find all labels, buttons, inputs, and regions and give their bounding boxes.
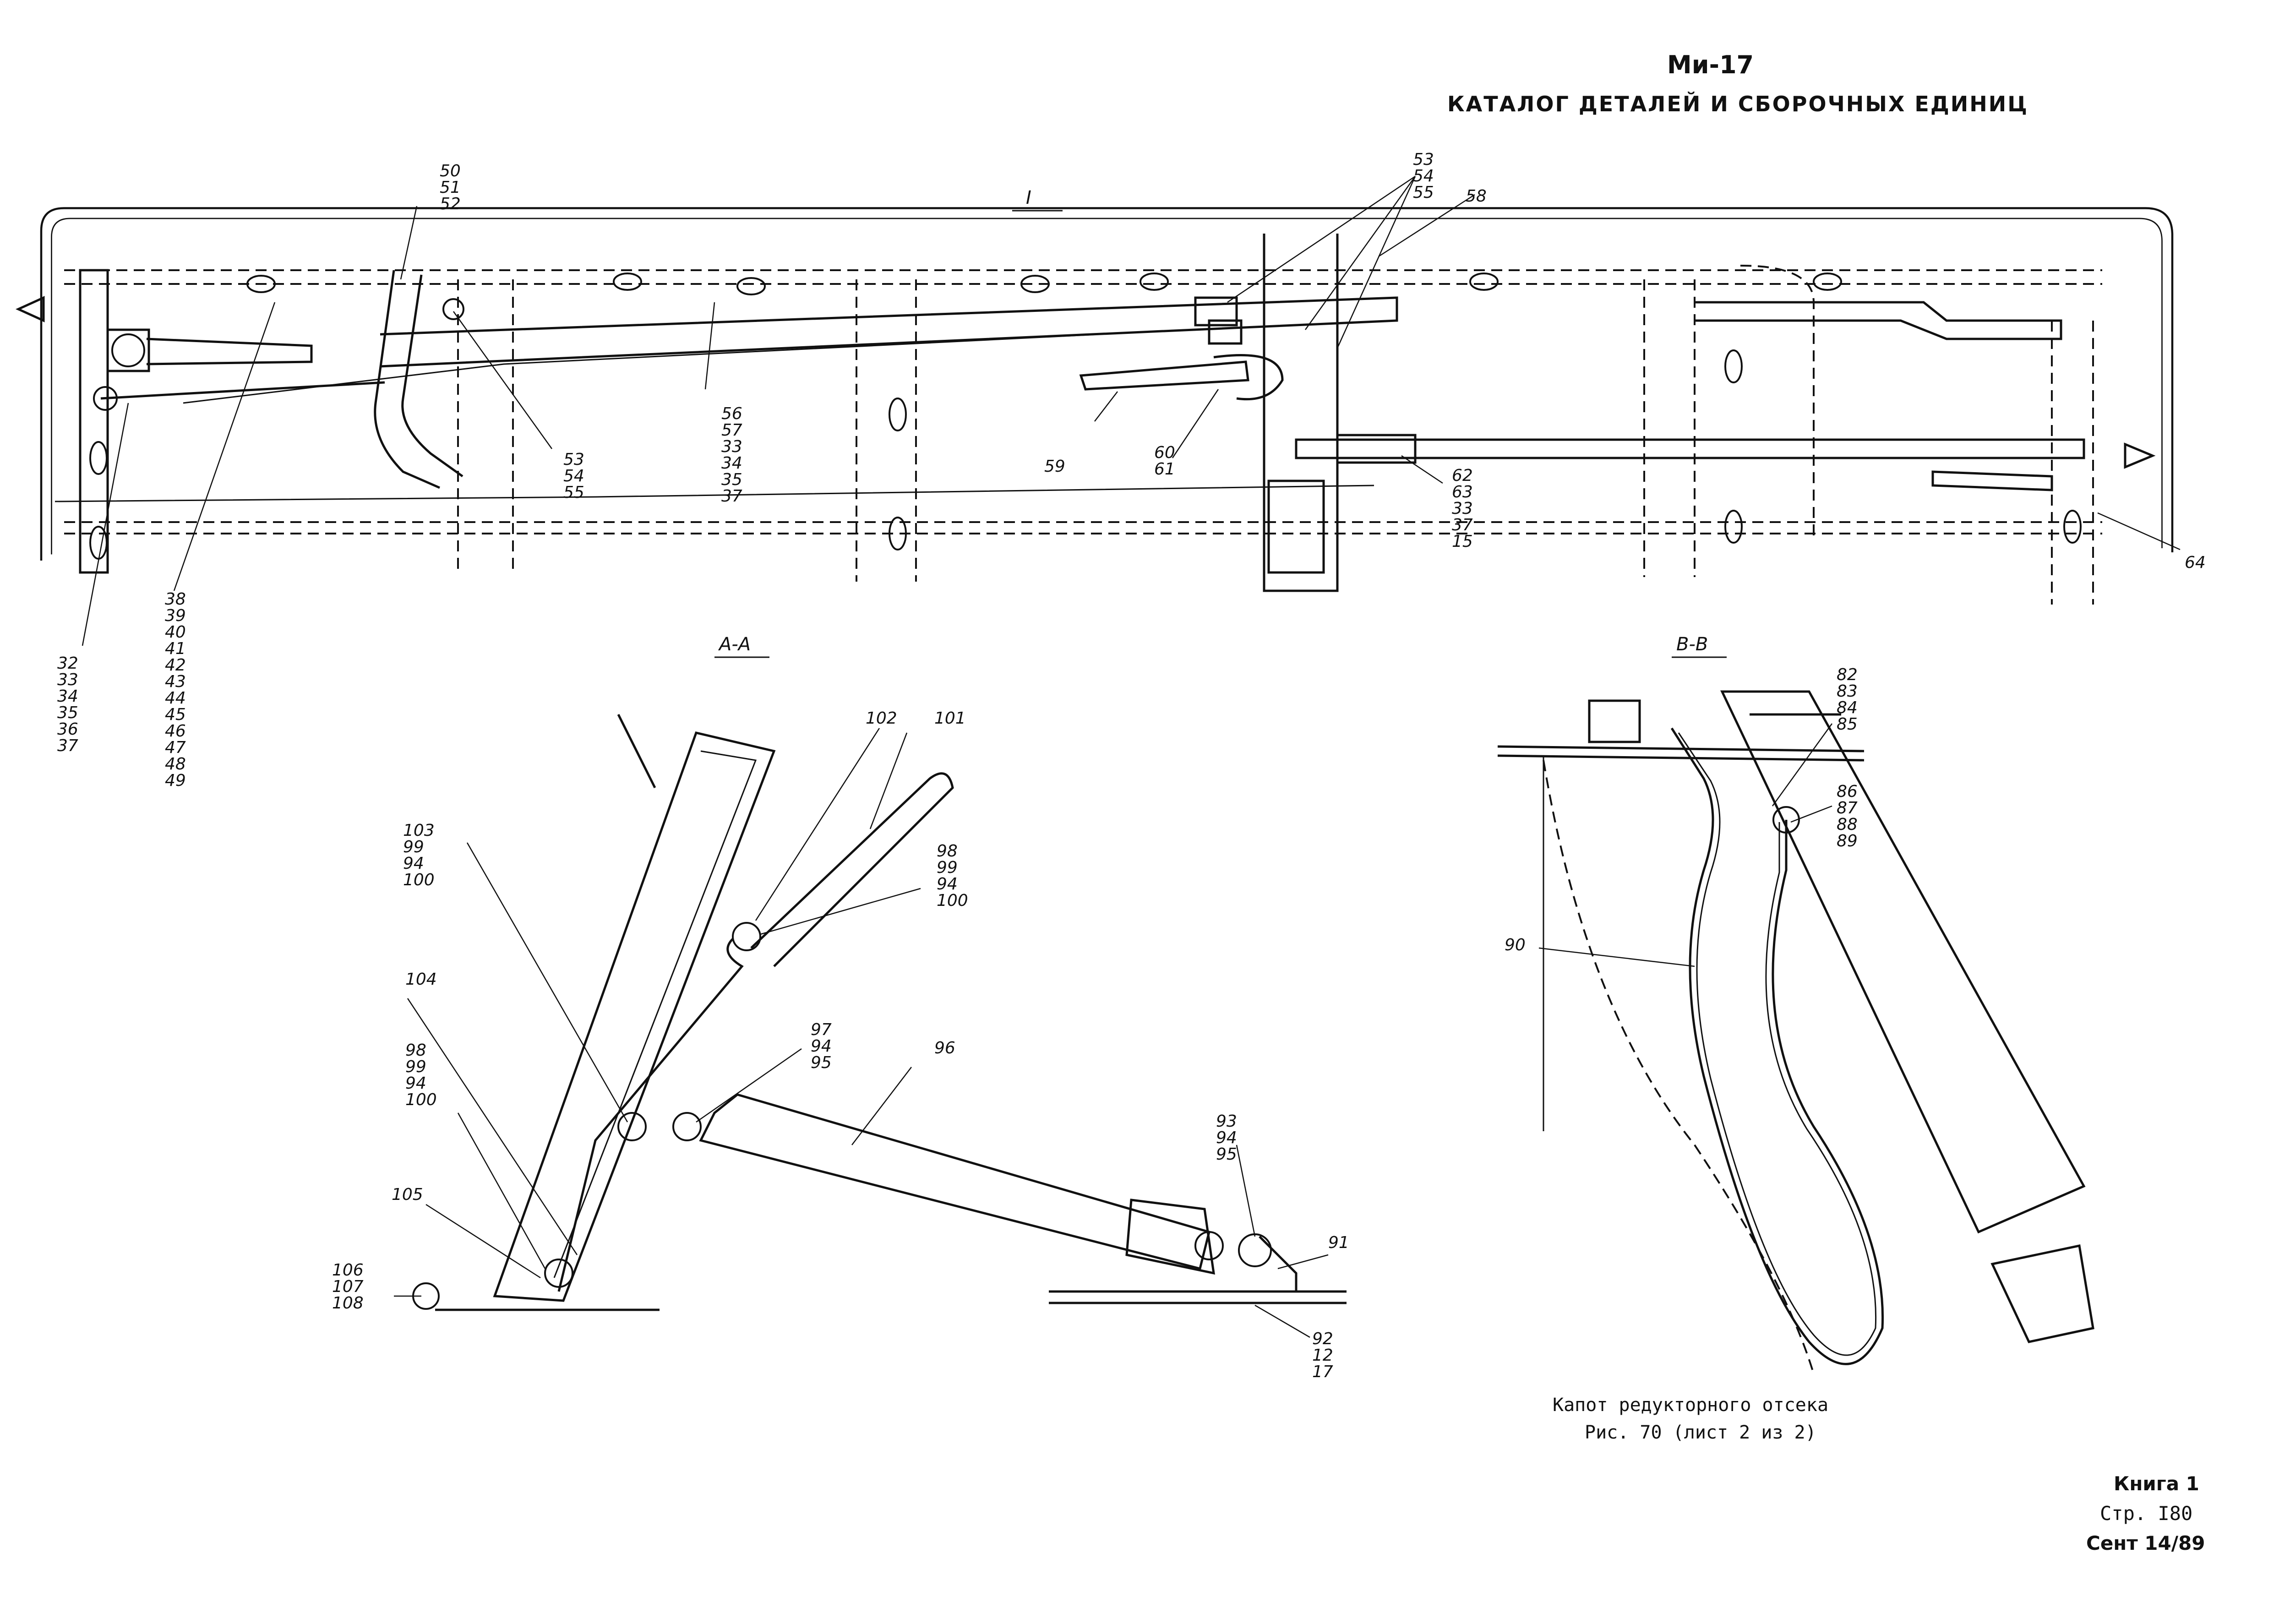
callout-c_53_55_top-0: 53 [1413, 150, 1434, 169]
callout-c_38_49-3: 41 [165, 639, 186, 658]
callout-c_38_49-1: 39 [165, 606, 186, 625]
callout-c_50_52-0: 50 [440, 162, 461, 180]
callout-c_38_49-10: 48 [165, 755, 186, 774]
callout-c_86_89-1: 87 [1837, 799, 1858, 817]
callout-c_82_85-3: 85 [1837, 715, 1858, 734]
callout-c_50_52-1: 51 [440, 178, 461, 197]
revision-date: Сент 14/89 [2086, 1532, 2205, 1554]
callout-c_32_37-4: 36 [57, 720, 78, 739]
section-bb-label: В-В [1676, 634, 1708, 655]
catalog-title: КАТАЛОГ ДЕТАЛЕЙ И СБОРОЧНЫХ ЕДИНИЦ [1447, 92, 2028, 116]
callout-c_98_100_left-3: 100 [405, 1090, 437, 1109]
callout-c_32_37-3: 35 [57, 703, 78, 722]
callout-c_38_49-0: 38 [165, 590, 186, 609]
callout-c_38_49-7: 45 [165, 705, 186, 724]
callout-c_38_49-2: 40 [165, 623, 186, 642]
callout-c_98_100_right-2: 94 [937, 875, 958, 894]
callout-c_98_100_right-0: 98 [937, 842, 958, 861]
callout-c_82_85-1: 83 [1837, 682, 1858, 701]
callout-c_93_95-0: 93 [1216, 1112, 1237, 1131]
callout-c_93_95-1: 94 [1216, 1128, 1237, 1147]
callout-c_98_100_left-0: 98 [405, 1041, 426, 1060]
callout-c_62_15-0: 62 [1452, 466, 1473, 485]
callout-c_62_15-3: 37 [1452, 516, 1473, 534]
callout-c_96-0: 96 [934, 1039, 955, 1057]
callout-c_56_37-2: 33 [721, 437, 742, 456]
callout-c_56_37-1: 57 [721, 421, 742, 440]
book-number: Книга 1 [2114, 1472, 2199, 1495]
view-i-label: I [1026, 187, 1031, 208]
callout-c_56_37-0: 56 [721, 404, 742, 423]
callout-c_38_49-5: 43 [165, 672, 186, 691]
callout-c_86_89-3: 89 [1837, 832, 1858, 850]
callout-c_64-0: 64 [2185, 553, 2206, 572]
callout-c_102-0: 102 [866, 709, 897, 728]
callout-c_38_49-8: 46 [165, 722, 186, 741]
callout-c_53_55_top-1: 54 [1413, 167, 1434, 185]
callout-c_92_17-0: 92 [1312, 1330, 1333, 1348]
callout-c_53_55_mid-1: 54 [563, 467, 584, 485]
callout-c_50_52-2: 52 [440, 195, 461, 213]
callout-c_98_100_left-1: 99 [405, 1057, 426, 1076]
callout-c_82_85-0: 82 [1837, 665, 1858, 684]
model-title: Ми-17 [1667, 50, 1754, 79]
callout-c_97_95-2: 95 [811, 1053, 832, 1072]
callout-c_98_100_right-3: 100 [937, 891, 968, 910]
callout-c_38_49-6: 44 [165, 689, 186, 708]
callout-c_104-0: 104 [405, 970, 437, 989]
callout-c_59-0: 59 [1044, 457, 1065, 476]
callout-c_56_37-3: 34 [721, 454, 742, 473]
callout-c_103_100-2: 94 [403, 854, 424, 873]
callout-c_62_15-2: 33 [1452, 499, 1473, 518]
callout-c_106_108-0: 106 [332, 1261, 364, 1280]
callout-c_58-0: 58 [1466, 187, 1487, 206]
callout-c_32_37-2: 34 [57, 687, 78, 706]
figure-caption-number: Рис. 70 (лист 2 из 2) [1585, 1422, 1816, 1443]
callout-c_103_100-1: 99 [403, 838, 424, 856]
section-bb-assembly [1497, 690, 2094, 1374]
callout-c_38_49-4: 42 [165, 656, 186, 675]
callout-c_32_37-1: 33 [57, 670, 78, 689]
section-aa-label: А-А [718, 634, 751, 655]
section-aa-assembly [412, 714, 1347, 1311]
callout-c_38_49-11: 49 [165, 771, 186, 790]
callout-c_53_55_mid-0: 53 [563, 450, 584, 469]
callout-c_60_61-1: 61 [1154, 460, 1175, 479]
leader-lines [82, 175, 2181, 1338]
view-i-assembly [15, 207, 2174, 605]
callout-c_101-0: 101 [934, 709, 966, 728]
callout-c_53_55_mid-2: 55 [563, 483, 584, 502]
callout-c_60_61-0: 60 [1154, 443, 1175, 462]
callout-c_106_108-2: 108 [332, 1294, 364, 1313]
callout-c_53_55_top-2: 55 [1413, 183, 1434, 202]
callout-c_91-0: 91 [1328, 1233, 1349, 1252]
callout-c_56_37-4: 35 [721, 470, 742, 489]
callout-c_98_100_right-1: 99 [937, 858, 958, 877]
callout-c_32_37-0: 32 [57, 654, 78, 673]
callout-c_90-0: 90 [1505, 936, 1526, 954]
figure-caption-title: Капот редукторного отсека [1553, 1395, 1829, 1416]
callout-c_92_17-1: 12 [1312, 1346, 1333, 1365]
callout-c_62_15-4: 15 [1452, 532, 1473, 551]
callout-c_97_95-1: 94 [811, 1037, 832, 1056]
callout-c_103_100-0: 103 [403, 821, 435, 840]
callout-c_32_37-5: 37 [57, 736, 78, 755]
callout-c_56_37-5: 37 [721, 487, 742, 506]
callout-c_62_15-1: 63 [1452, 483, 1473, 501]
page-number: Стр. I80 [2100, 1502, 2193, 1525]
callout-c_98_100_left-2: 94 [405, 1074, 426, 1093]
callout-c_105-0: 105 [392, 1185, 423, 1204]
callout-c_92_17-2: 17 [1312, 1362, 1333, 1381]
callout-c_82_85-2: 84 [1837, 698, 1858, 717]
callout-c_38_49-9: 47 [165, 738, 186, 757]
callout-c_86_89-2: 88 [1837, 815, 1858, 834]
callout-c_97_95-0: 97 [811, 1020, 832, 1039]
callout-c_86_89-0: 86 [1837, 782, 1858, 801]
callout-c_103_100-3: 100 [403, 871, 435, 889]
callout-c_106_108-1: 107 [332, 1277, 364, 1296]
callout-c_93_95-2: 95 [1216, 1145, 1237, 1164]
